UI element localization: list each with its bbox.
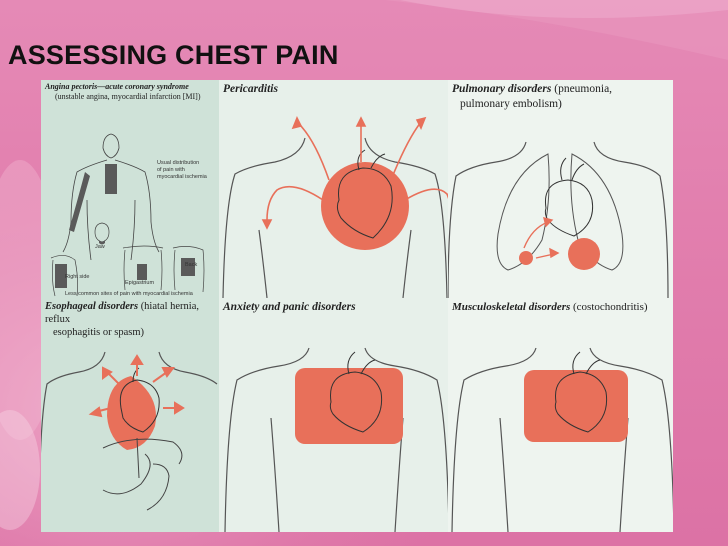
angina-illustration	[50, 133, 205, 297]
torso-outline-icon	[62, 133, 160, 261]
label-epigastrium: Epigastrium	[125, 280, 155, 286]
chest-pain-figure: Angina pectoris—acute coronary syndrome …	[41, 80, 673, 532]
torso-outline-icon	[41, 351, 218, 454]
pulmonary-detail-1: (pneumonia,	[554, 83, 613, 95]
pain-area	[321, 162, 409, 250]
angina-subtitle: (unstable angina, myocardial infarction …	[55, 92, 201, 101]
pulmonary-title: Pulmonary disorders	[452, 83, 552, 95]
angina-note: Usual distribution of pain with myocardi…	[157, 160, 207, 180]
musculoskeletal-title: Musculoskeletal disorders	[452, 301, 571, 313]
label-right-side: Right side	[65, 274, 90, 280]
panel-pulmonary: Pulmonary disorders (pneumonia, pulmonar…	[448, 80, 673, 298]
anxiety-illustration	[224, 347, 448, 532]
radiating-arrow-icon	[88, 354, 185, 418]
musculoskeletal-illustration	[451, 347, 673, 532]
heart-icon	[544, 157, 594, 237]
angina-footer: Less common sites of pain with myocardia…	[65, 291, 193, 297]
stomach-icon	[102, 437, 183, 511]
pain-region-chest	[105, 164, 117, 194]
pain-area-small	[519, 251, 533, 265]
esophageal-detail-2: esophagitis or spasm)	[53, 327, 144, 338]
label-back: Back	[185, 262, 198, 268]
heart-icon	[329, 351, 383, 433]
radiating-arrow-icon	[261, 116, 448, 230]
panel-esophageal: Esophageal disorders (hiatal hernia, ref…	[41, 298, 219, 532]
musculoskeletal-detail: (costochondritis)	[573, 301, 648, 313]
heart-icon	[119, 367, 160, 433]
label-jaw: Jaw	[95, 244, 105, 250]
torso-outline-icon	[448, 141, 669, 298]
lungs-icon	[496, 153, 624, 271]
radiating-arrow-icon	[523, 217, 560, 259]
panel-musculoskeletal: Musculoskeletal disorders (costochondrit…	[448, 298, 673, 532]
pericarditis-title: Pericarditis	[223, 83, 278, 95]
pain-area	[295, 368, 403, 444]
panel-angina: Angina pectoris—acute coronary syndrome …	[41, 80, 219, 298]
pericarditis-illustration	[222, 116, 448, 298]
panel-pericarditis: Pericarditis	[219, 80, 448, 298]
pulmonary-illustration	[448, 141, 669, 298]
esophageal-detail-1: (hiatal hernia, reflux	[45, 301, 199, 325]
heart-icon	[336, 149, 393, 239]
pain-area	[524, 370, 628, 442]
panel-anxiety: Anxiety and panic disorders	[219, 298, 448, 532]
heart-icon	[554, 351, 608, 433]
pain-area-large	[568, 238, 600, 270]
pulmonary-detail-2: pulmonary embolism)	[460, 98, 562, 110]
slide-title: ASSESSING CHEST PAIN	[8, 40, 339, 70]
angina-title: Angina pectoris—acute coronary syndrome	[45, 82, 189, 91]
esophageal-title: Esophageal disorders	[45, 301, 139, 312]
pain-region-left-arm	[69, 172, 90, 232]
torso-outline-icon	[222, 137, 448, 298]
anxiety-title: Anxiety and panic disorders	[223, 301, 356, 313]
esophageal-illustration	[41, 351, 218, 511]
